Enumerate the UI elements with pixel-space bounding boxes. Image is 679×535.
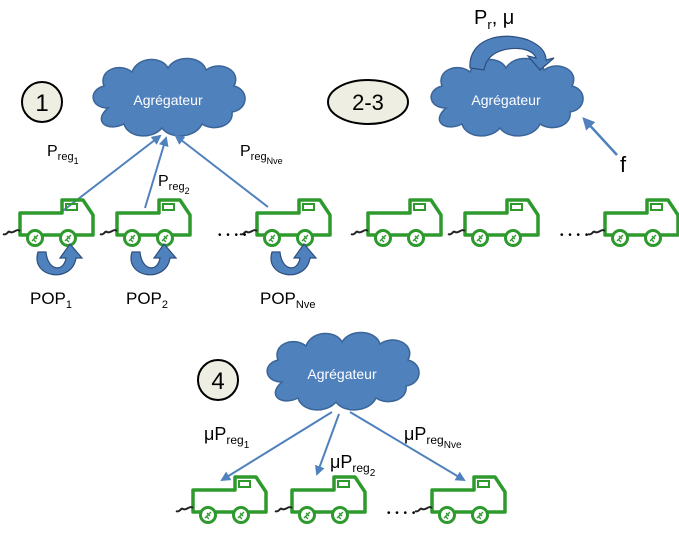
- panel-4: 4 Agrégateur μPreg1 μPreg2 μPregNve • • …: [174, 331, 507, 525]
- vehicle-4-nve: [413, 475, 507, 525]
- vehicle-1-nve: [238, 198, 332, 248]
- curved-arrow-nve: [270, 243, 317, 276]
- curved-arrow-loop-top: [469, 35, 555, 71]
- step-1-circle: 1: [21, 81, 63, 123]
- label-pop1: POP1: [30, 289, 72, 311]
- label-mupreg2: μPreg2: [330, 452, 376, 479]
- vehicle-2-1: [349, 198, 443, 248]
- vehicle-2-nve: [586, 198, 679, 248]
- arrow-f: [582, 117, 618, 156]
- label-pop2: POP2: [126, 289, 168, 311]
- step-2-3-label: 2-3: [352, 90, 384, 115]
- aggregator-label-1: Agrégateur: [133, 92, 203, 108]
- arrow-mupregnve: [349, 411, 466, 482]
- arrow-preg2: [144, 136, 169, 209]
- vehicle-4-1: [174, 475, 268, 525]
- label-f: f: [620, 152, 627, 177]
- aggregator-cloud-1: Agrégateur: [92, 57, 246, 137]
- panel-1: 1 Agrégateur Preg1 Preg2 PregNve • • • •…: [1, 57, 332, 311]
- dots-2-3: • • • •: [560, 230, 589, 241]
- arrow-mupreg2: [315, 413, 340, 476]
- label-popnve: POPNve: [260, 289, 315, 311]
- curved-arrow-2: [130, 243, 177, 276]
- step-1-label: 1: [35, 90, 48, 117]
- vehicle-2-2: [446, 198, 540, 248]
- aggregator-label-4: Agrégateur: [307, 366, 377, 382]
- label-mupregnve: μPregNve: [404, 424, 462, 451]
- step-4-circle: 4: [197, 359, 239, 401]
- aggregator-cloud-2-3: Agrégateur: [430, 57, 584, 137]
- arrow-pregnve: [174, 134, 269, 208]
- step-2-3-ellipse: 2-3: [327, 79, 409, 125]
- dots-4: • • • •: [387, 508, 416, 519]
- vehicle-4-2: [273, 475, 367, 525]
- aggregator-cloud-4: Agrégateur: [266, 331, 420, 411]
- label-pr-mu: Pr, μ: [474, 7, 514, 32]
- arrow-mupreg1: [220, 411, 333, 482]
- label-mupreg1: μPreg1: [204, 424, 250, 451]
- label-pregnve: PregNve: [240, 143, 283, 166]
- panel-2-3: 2-3 Agrégateur Pr, μ f • • • •: [327, 7, 679, 248]
- vehicle-1-1: [1, 198, 95, 248]
- label-preg1: Preg1: [47, 143, 79, 166]
- aggregator-label-2-3: Agrégateur: [471, 92, 541, 108]
- step-4-label: 4: [211, 368, 224, 395]
- curved-arrow-1: [36, 243, 83, 276]
- dots-1: • • • •: [218, 230, 247, 241]
- label-preg2: Preg2: [158, 173, 190, 196]
